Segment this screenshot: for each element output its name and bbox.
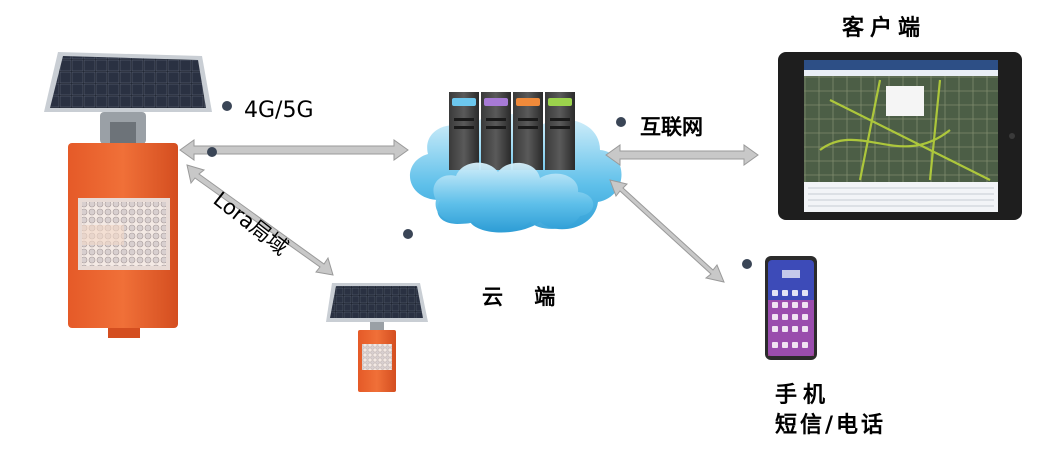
map-popup (886, 86, 924, 116)
label-phone: 手机 (775, 383, 832, 408)
arrow-lora (186, 164, 334, 276)
tablet-client (778, 52, 1022, 220)
label-sms-call: 短信/电话 (775, 413, 887, 438)
arrow-internet (605, 144, 759, 166)
label-client: 客户端 (842, 16, 927, 41)
bullet-dot-cloud (403, 229, 413, 239)
label-internet: 互联网 (640, 115, 703, 139)
mobile-phone (765, 256, 817, 360)
arrow-mobile (609, 179, 725, 283)
bullet-dot-4g5g (222, 101, 232, 111)
label-cloud: 云 端 (482, 285, 568, 309)
solar-warning-light-small (326, 283, 428, 392)
cloud-server (409, 92, 622, 233)
bullet-dot-lora (207, 147, 217, 157)
solar-panel-small (330, 286, 423, 318)
bullet-dot-internet (616, 117, 626, 127)
solar-panel (50, 56, 206, 108)
arrow-4g5g (179, 139, 409, 161)
data-table (804, 182, 998, 212)
server-rack (449, 92, 575, 170)
bullet-dot-mobile (742, 259, 752, 269)
solar-warning-light-large (44, 52, 212, 338)
label-4g5g: 4G/5G (244, 98, 314, 123)
